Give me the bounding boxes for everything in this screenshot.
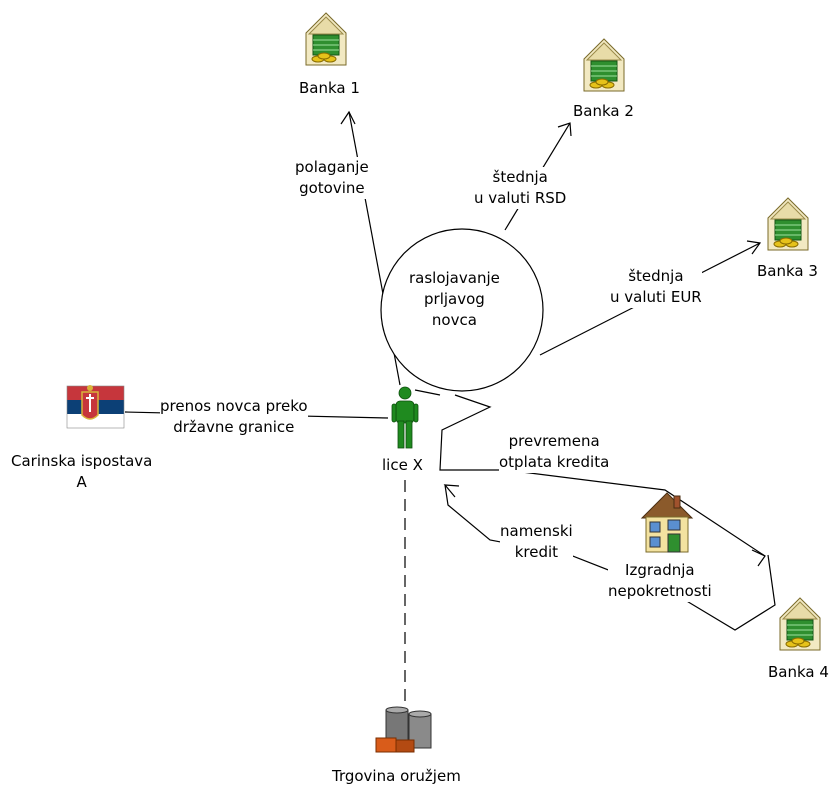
bank-icon-3 — [767, 197, 809, 251]
carinska-label[interactable]: Carinska ispostava A — [11, 451, 153, 493]
raslojavanje-label[interactable]: raslojavanje prljavog novca — [409, 269, 500, 329]
edge-namenski-line — [444, 484, 776, 631]
edge-stednja-rsd-label: štednja u valuti RSD — [474, 167, 567, 209]
bank-icon-1 — [305, 12, 347, 66]
edge-prevremena-line — [439, 394, 766, 557]
banka2-label[interactable]: Banka 2 — [573, 101, 634, 122]
bank-icon-4 — [779, 597, 821, 651]
izgradnja-label[interactable]: Izgradnja nepokretnosti — [608, 560, 712, 602]
trgovina-label[interactable]: Trgovina oružjem — [332, 766, 461, 787]
person-icon — [391, 386, 419, 449]
arrow-head-banka4 — [751, 549, 766, 567]
edge-prenos-label: prenos novca preko državne granice — [160, 396, 308, 438]
banka3-label[interactable]: Banka 3 — [757, 261, 818, 282]
arrow-head-banka3 — [746, 240, 762, 255]
edge-polaganje-label: polaganje gotovine — [295, 157, 369, 199]
bank-icon-2 — [583, 38, 625, 92]
arrow-head-banka2 — [557, 122, 572, 137]
serbia-flag-icon — [66, 385, 125, 429]
banka1-label[interactable]: Banka 1 — [299, 78, 360, 99]
lice-label[interactable]: lice X — [382, 455, 423, 476]
edge-namenski-label: namenski kredit — [500, 521, 573, 563]
edge-stednja-eur-label: štednja u valuti EUR — [610, 266, 702, 308]
house-icon — [640, 492, 694, 553]
edge-lice-circle — [414, 389, 441, 396]
edge-prevremena-label: prevremena otplata kredita — [499, 431, 610, 473]
weapons-trade-icon — [375, 706, 432, 753]
arrow-head-lice — [443, 484, 460, 498]
arrow-head-banka1 — [340, 110, 356, 125]
raslojavanje-circle — [380, 228, 544, 392]
banka4-label[interactable]: Banka 4 — [768, 662, 829, 683]
